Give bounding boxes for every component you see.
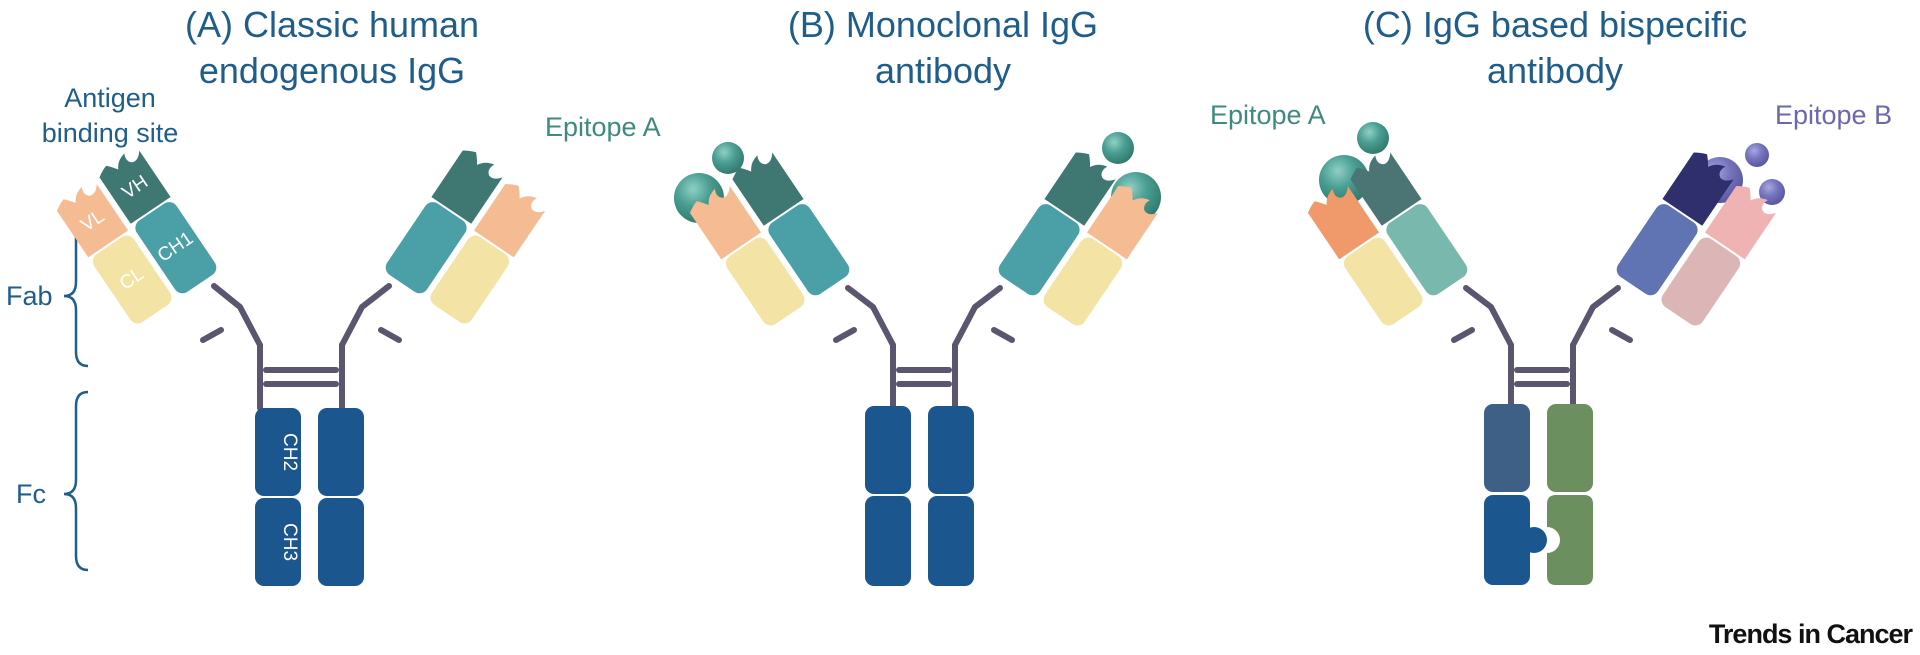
fc-right-ch3-hole xyxy=(1547,495,1593,585)
cl-domain xyxy=(92,235,172,324)
epitope-b-ball-small xyxy=(1745,143,1769,167)
right-fab-arm xyxy=(385,150,546,324)
fc-right-ch2-c xyxy=(1547,404,1593,492)
ch3-domain-right xyxy=(318,498,364,586)
left-fab-arm-c xyxy=(1307,152,1468,326)
fab-label: Fab xyxy=(6,281,53,311)
ch2-label: CH2 xyxy=(279,433,300,471)
panel-c: Epitope A Epitope B xyxy=(1210,100,1892,585)
epitope-a-label: Epitope A xyxy=(545,112,661,142)
fc-label: Fc xyxy=(16,479,46,509)
knob xyxy=(1521,527,1547,553)
panel-b-title-line1: (B) Monoclonal IgG xyxy=(788,4,1098,45)
fc-right-upper xyxy=(928,406,974,494)
panel-a-title-line2: endogenous IgG xyxy=(199,50,465,91)
ch2-domain-right xyxy=(318,408,364,496)
fc-brace xyxy=(63,390,89,572)
cl-domain-right xyxy=(430,235,510,324)
vh-domain-right xyxy=(431,150,503,224)
hinge xyxy=(200,283,402,411)
vh-domain xyxy=(99,150,171,224)
fc-left-ch2-c xyxy=(1484,404,1530,492)
panel-b: Epitope A xyxy=(545,112,1161,586)
epitope-ball-small xyxy=(712,142,744,174)
panel-c-title-line2: antibody xyxy=(1487,50,1623,91)
right-fab-arm-c xyxy=(1616,152,1777,326)
panel-a: Antigen binding site Fab Fc VH CH1 VL xyxy=(6,83,546,586)
ch2-domain xyxy=(255,408,301,496)
fc-left-upper xyxy=(865,406,911,494)
hinge-b xyxy=(833,285,1015,411)
vl-domain-right xyxy=(473,184,546,258)
right-fab-arm-b xyxy=(998,152,1159,326)
epitope-a-ball-small xyxy=(1357,122,1389,154)
ch3-domain xyxy=(255,498,301,586)
panel-c-title-line1: (C) IgG based bispecific xyxy=(1363,4,1747,45)
hinge-c xyxy=(1451,285,1633,409)
epitope-b-ball-mid xyxy=(1759,179,1785,205)
left-fab-arm-b xyxy=(689,152,850,326)
epitope-b-label: Epitope B xyxy=(1775,100,1892,130)
antigen-binding-label-line2: binding site xyxy=(42,118,179,148)
vl-domain xyxy=(56,184,129,258)
ch1-domain-right xyxy=(385,202,467,294)
journal-logo: Trends in Cancer xyxy=(1709,619,1914,649)
fc-left-ch3-knob xyxy=(1484,495,1530,585)
epitope-ball-small-right xyxy=(1102,132,1134,164)
fc-left-lower xyxy=(865,496,911,586)
epitope-a-label-c: Epitope A xyxy=(1210,100,1326,130)
panel-b-title-line2: antibody xyxy=(875,50,1011,91)
panel-a-title-line1: (A) Classic human xyxy=(185,4,479,45)
left-fab-arm: VH CH1 VL CL xyxy=(56,150,217,324)
ch3-label: CH3 xyxy=(279,523,300,561)
antigen-binding-label-line1: Antigen xyxy=(64,83,156,113)
ch1-domain xyxy=(135,202,217,294)
fc-right-lower xyxy=(928,496,974,586)
